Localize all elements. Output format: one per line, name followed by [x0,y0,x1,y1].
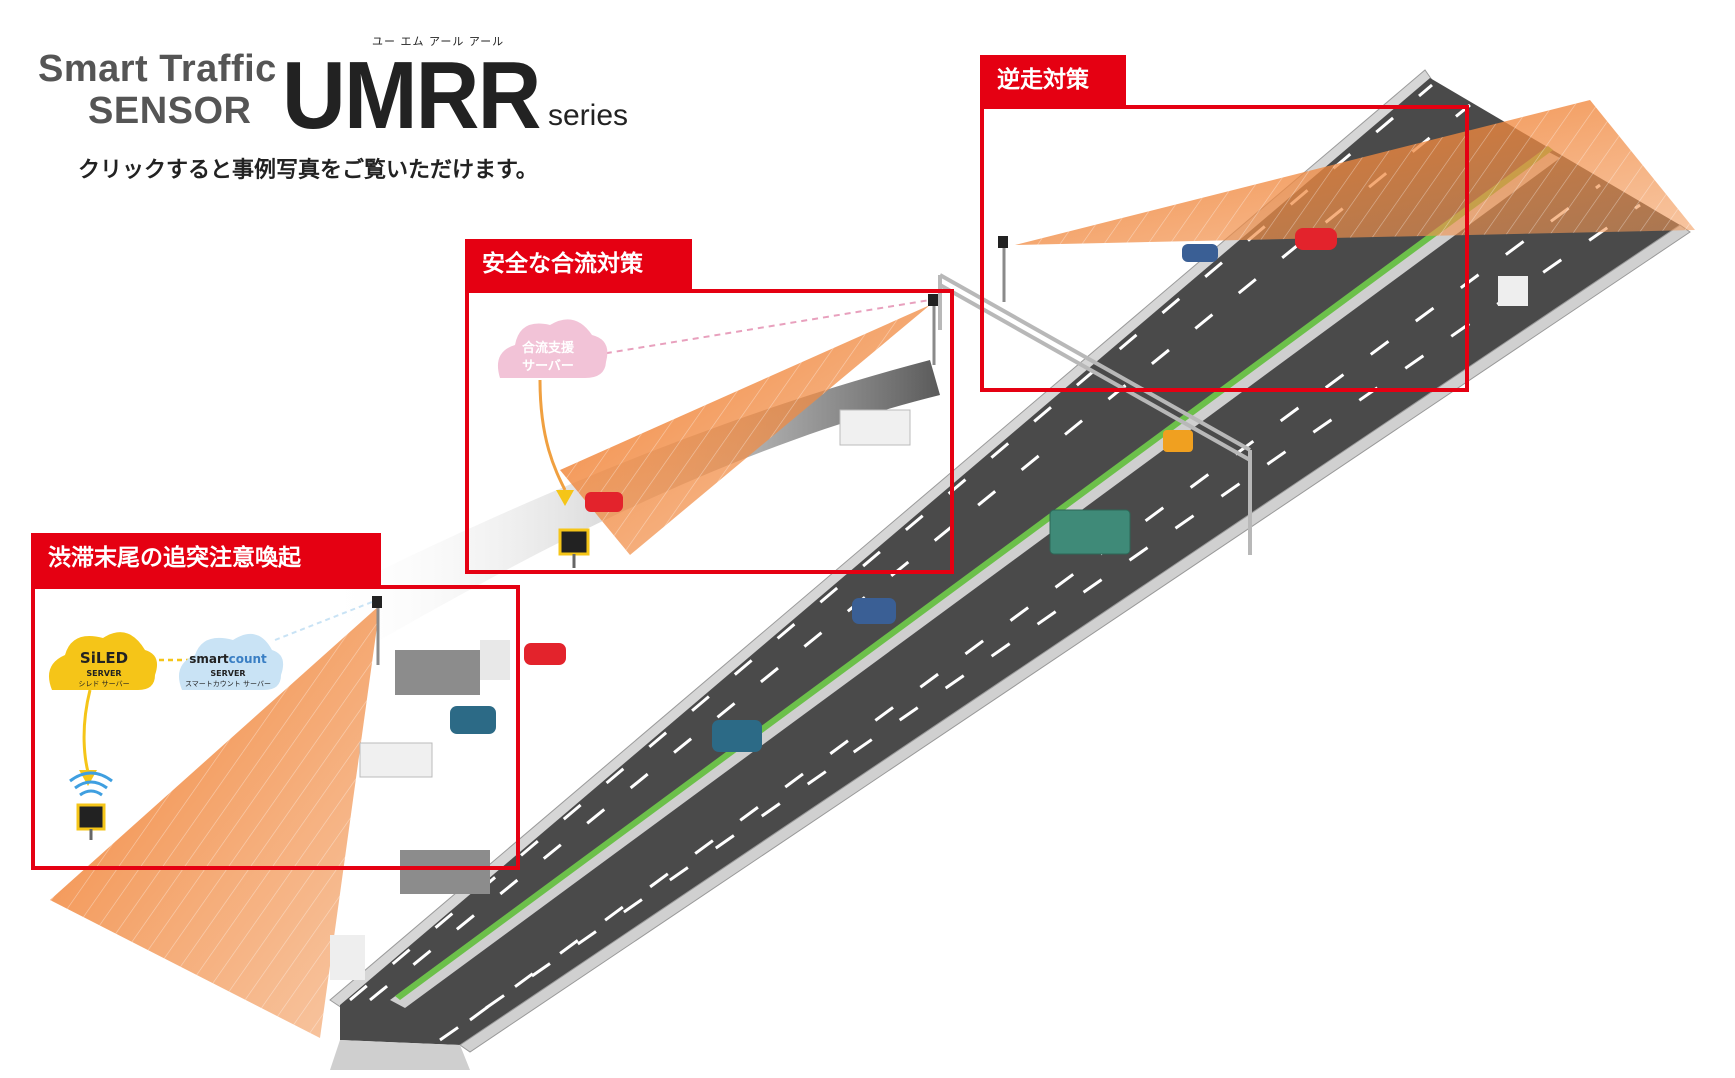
case-label-wrong-way[interactable]: 逆走対策 [980,55,1126,107]
car-teal-queue [450,706,496,734]
car-blue-wrongway [1182,244,1218,262]
siled-logo: SiLED [80,649,128,667]
car-red-merge [585,492,623,512]
cloud-merge-server: 合流支援 サーバー [497,319,608,378]
pickup-white-queue [359,742,433,778]
arrow-merge-head-icon [556,490,574,506]
radar-sensor-merge [928,294,938,306]
smartcount-server-kana: スマートカウント サーバー [185,680,271,688]
car-red-wrongway [1295,228,1337,250]
road-front-barrier [459,224,1691,1053]
cloud-siled-server: SiLED SERVER シレド サーバー [48,632,158,690]
pickup-white [839,409,911,446]
cloud-smartcount-server: smartcount SERVER スマートカウント サーバー [178,633,284,690]
radar-sensor-wrongway [998,236,1008,248]
title-block: Smart Traffic SENSOR ユー エム アール アール UMRR … [0,0,700,190]
smartcount-server-label: SERVER [210,669,245,678]
signage-board-queue-icon [76,803,106,840]
truck-gray-right [1498,276,1528,306]
radar-beam-wrongway-lines [1015,100,1695,245]
case-label-queue-tail[interactable]: 渋滞末尾の追突注意喚起 [31,533,381,585]
truck-gray-left [330,850,490,980]
brand-line-2: SENSOR [88,90,252,132]
cloud-merge-line1: 合流支援 [522,340,575,356]
radar-beam-queue-lines [50,605,380,1038]
overhead-gantry [938,273,1252,555]
smartcount-logo: smartcount [189,652,267,666]
brand-line-1: Smart Traffic [38,48,277,90]
road-edge-face [330,1040,470,1070]
highway-deck [329,69,1691,1070]
car-blue-road [852,598,896,624]
product-name: UMRR [282,42,541,149]
radar-beam-merge-lines [560,305,930,555]
siled-server-kana: シレド サーバー [78,680,129,688]
car-red-road [524,643,566,665]
product-ruby: ユー エム アール アール [372,35,505,48]
cloud-merge-line2: サーバー [522,359,574,374]
page-subtitle: クリックすると事例写真をご覧いただけます。 [78,158,538,183]
wifi-icon [69,771,113,797]
median-green [395,146,1553,1000]
arrow-merge-server [538,379,567,491]
arrow-siled-server [82,689,92,773]
bus-green [1049,509,1131,555]
radar-sensor-queue [372,596,382,608]
case-box-wrong-way[interactable] [980,105,1469,392]
case-box-queue-tail[interactable] [31,585,520,870]
siled-server-label: SERVER [86,669,121,678]
car-orange [1163,430,1193,452]
car-teal-road [712,720,762,752]
median-strip [390,150,1560,1008]
vehicles [330,228,1528,980]
truck-gray-queue [395,640,510,695]
case-box-merge[interactable] [465,289,954,574]
case-label-merge[interactable]: 安全な合流対策 [465,239,692,291]
signage-board-merge-icon [558,528,590,568]
product-series: series [548,99,629,132]
sensor-poles [376,240,1006,665]
link-merge-server-sensor [594,299,931,356]
